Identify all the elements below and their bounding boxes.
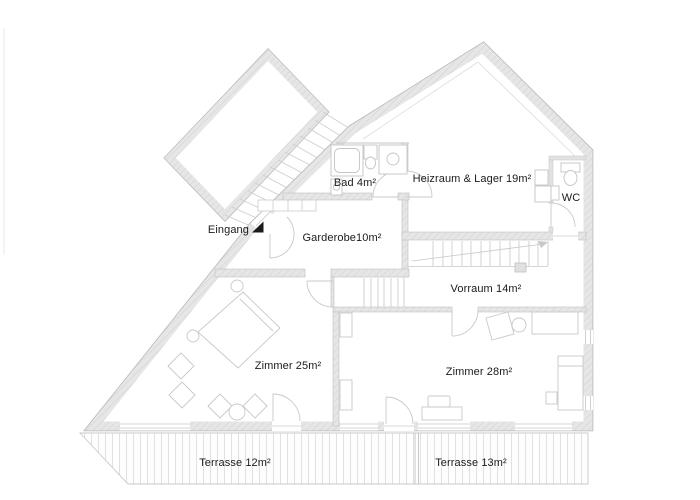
stair-direction-arrow: [538, 241, 548, 248]
roofline-lines: [362, 61, 577, 158]
door-zimmer25-terrace: [272, 393, 301, 422]
wc-toilet-bowl: [563, 170, 578, 186]
wall-zimmer-divider: [332, 311, 340, 427]
table-25: [228, 403, 246, 421]
entrance-threshold: [255, 209, 273, 227]
armchair-28: [485, 311, 515, 341]
bathtub-inner: [334, 148, 360, 173]
room-label-vorraum: Vorraum 14m²: [451, 283, 522, 295]
room-label-zimmer25: Zimmer 25m²: [255, 360, 322, 372]
entrance-arrow-icon: [252, 221, 264, 233]
room-labels: Bad 4m² Heizraum & Lager 19m² WC Gardero…: [199, 173, 580, 469]
terrace-deck: [78, 432, 589, 485]
water-heater-1: [534, 169, 549, 186]
wall-heizraum-bottom: [401, 231, 587, 241]
desk-28: [421, 406, 463, 421]
room-label-bad: Bad 4m²: [334, 177, 377, 189]
garderobe-fixtures: [257, 199, 317, 212]
door-entrance: [269, 216, 295, 259]
nightstand-25a: [230, 279, 244, 293]
wall-vorraum-bottom-left: [332, 306, 453, 313]
bad-fixtures: [330, 144, 408, 196]
chair-25c: [207, 393, 233, 419]
wall-bad-bottom-left: [282, 192, 373, 201]
bed-28: [557, 355, 584, 411]
shower-head: [386, 152, 400, 166]
chair-25b: [168, 381, 196, 409]
wardrobe-28a: [339, 312, 353, 338]
zimmer28-furniture: [339, 311, 584, 421]
wall-openings: [120, 208, 593, 431]
bed-25-pillow-line: [239, 298, 274, 332]
wc-fixtures: [534, 162, 581, 203]
room-label-garderobe: Garderobe10m²: [303, 232, 382, 244]
door-zimmer28-vorraum: [451, 309, 479, 337]
entrance-label: Eingang: [208, 224, 249, 236]
bed-25: [197, 291, 281, 369]
room-label-zimmer28: Zimmer 28m²: [446, 366, 513, 378]
wall-stair-side: [330, 276, 335, 308]
interior-stairs: [363, 241, 549, 307]
garderobe-closet: [257, 199, 317, 212]
door-swings: [269, 170, 576, 425]
room-label-heizraum: Heizraum & Lager 19m²: [413, 173, 532, 185]
wall-garderobe-bottom-left: [214, 268, 306, 278]
sideboard-28: [531, 311, 579, 335]
wardrobe-28b: [339, 379, 353, 411]
room-label-terrasse13: Terrasse 13m²: [435, 457, 507, 469]
bad-sink-basin: [332, 183, 341, 191]
interior-walls: [214, 142, 587, 427]
door-zimmer25-stair: [306, 280, 334, 308]
water-heater-2: [534, 185, 552, 203]
nightstand-28: [545, 391, 558, 405]
chair-25a: [167, 352, 195, 380]
door-wc: [550, 202, 576, 228]
wc-wall-left-stub: [548, 226, 554, 233]
table-28: [511, 317, 527, 333]
wall-vorraum-bottom-right: [477, 306, 587, 313]
bottom-windows: [120, 421, 572, 431]
nightstand-25b: [186, 329, 200, 343]
wall-garderobe-bottom-right: [330, 268, 410, 278]
bottom-window-lines: [120, 423, 572, 429]
room-label-terrasse12: Terrasse 12m²: [199, 457, 271, 469]
chair-25d: [242, 393, 268, 419]
zimmer25-furniture: [167, 279, 281, 421]
door-heizraum: [405, 170, 433, 198]
terrace-outline: [78, 432, 589, 485]
bad-toilet-bowl: [365, 156, 376, 170]
stair-newel: [514, 262, 527, 273]
desk-chair-28: [427, 395, 451, 408]
right-windows: [583, 330, 593, 410]
door-zimmer28-terrace: [385, 396, 414, 425]
wc-wall-top: [548, 155, 587, 161]
exterior-stairs: [224, 111, 353, 228]
room-label-wc: WC: [562, 192, 581, 204]
wall-bad-bottom-right: [397, 192, 410, 201]
